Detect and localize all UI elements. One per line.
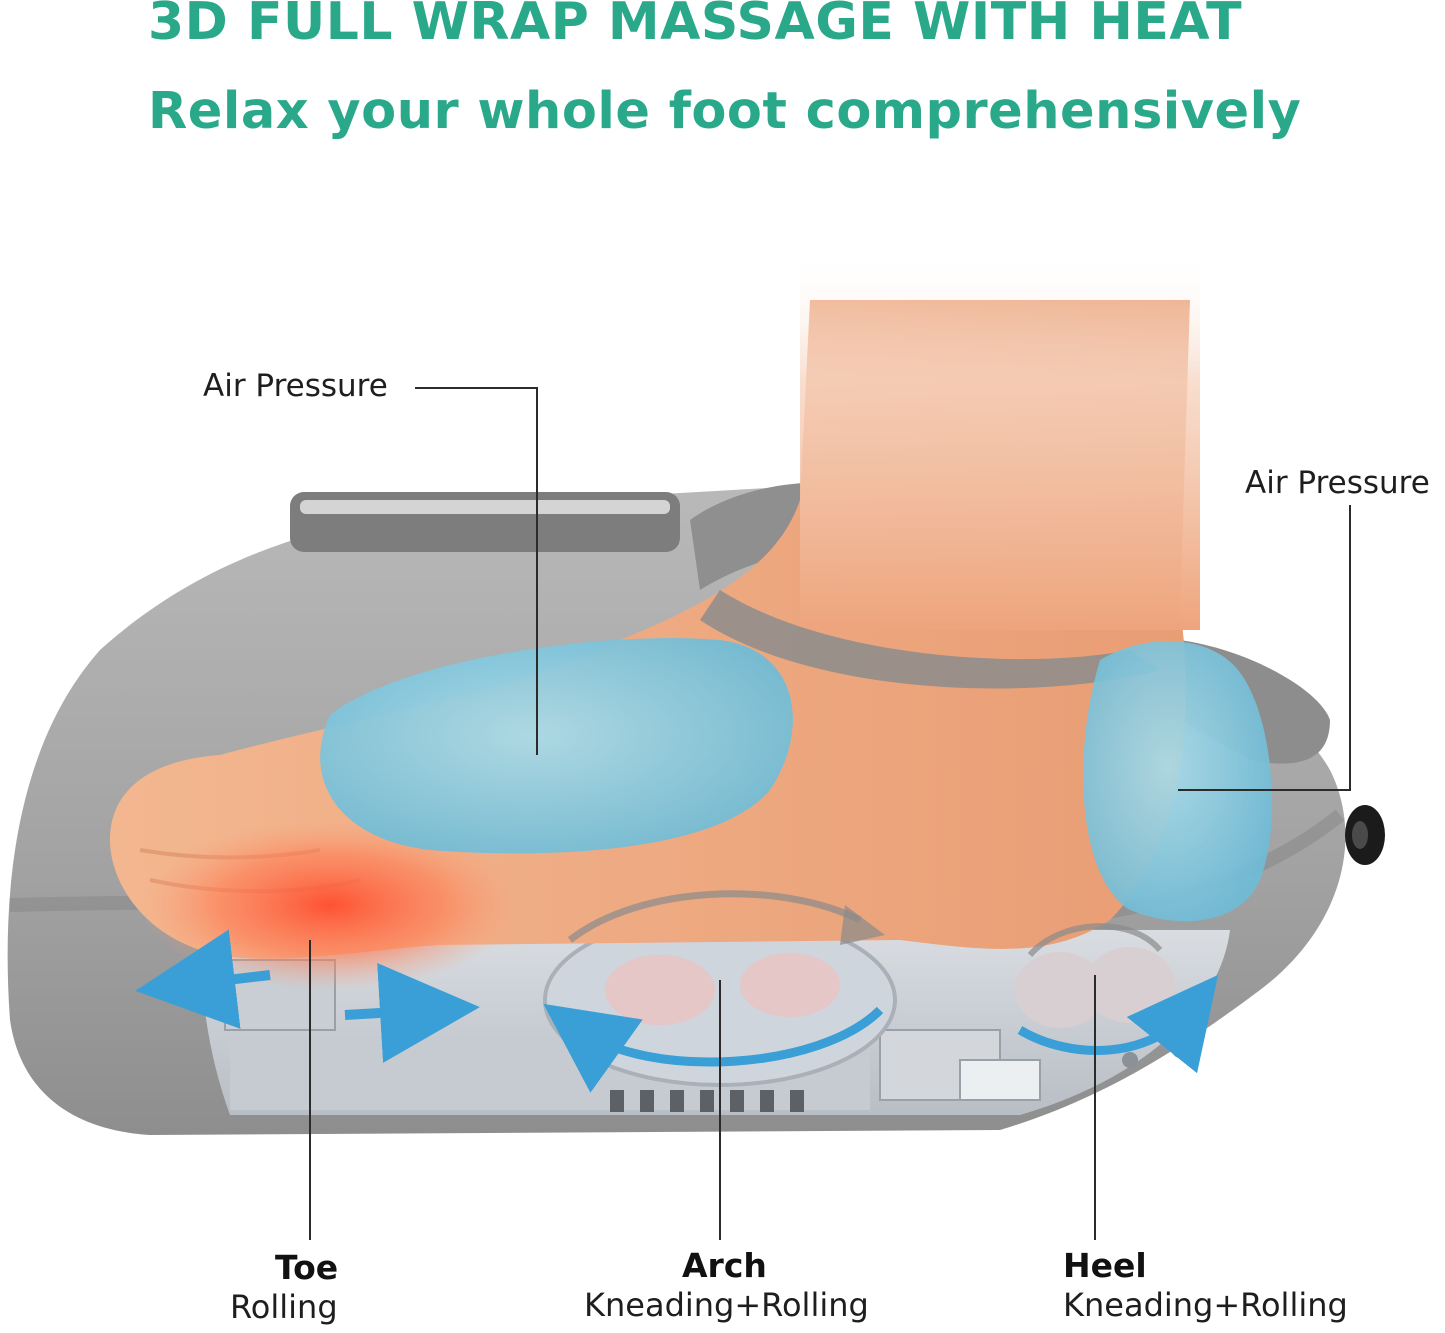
headline-subtitle: Relax your whole foot comprehensively bbox=[148, 82, 1302, 141]
callout-heel-air-pressure: Air Pressure bbox=[1245, 465, 1430, 501]
zone-arch-title: Arch bbox=[682, 1246, 767, 1285]
heel-air-bag bbox=[1083, 641, 1272, 922]
zone-arch-subtitle: Kneading+Rolling bbox=[584, 1286, 869, 1324]
upper-air-bag bbox=[320, 638, 793, 854]
zone-toe-title: Toe bbox=[275, 1248, 339, 1287]
rotation-arrow-icon bbox=[543, 890, 885, 1093]
zone-heel-title: Heel bbox=[1063, 1246, 1147, 1285]
headline-title: 3D FULL WRAP MASSAGE WITH HEAT bbox=[148, 0, 1243, 52]
rotation-arrow-icon bbox=[1017, 923, 1219, 1074]
zone-toe-subtitle: Rolling bbox=[230, 1288, 338, 1326]
zone-heel-subtitle: Kneading+Rolling bbox=[1063, 1286, 1348, 1324]
callout-upper-air-pressure: Air Pressure bbox=[203, 368, 388, 404]
callout-leader-lines bbox=[309, 387, 1351, 1240]
horizontal-arrows-icon bbox=[135, 929, 480, 1063]
